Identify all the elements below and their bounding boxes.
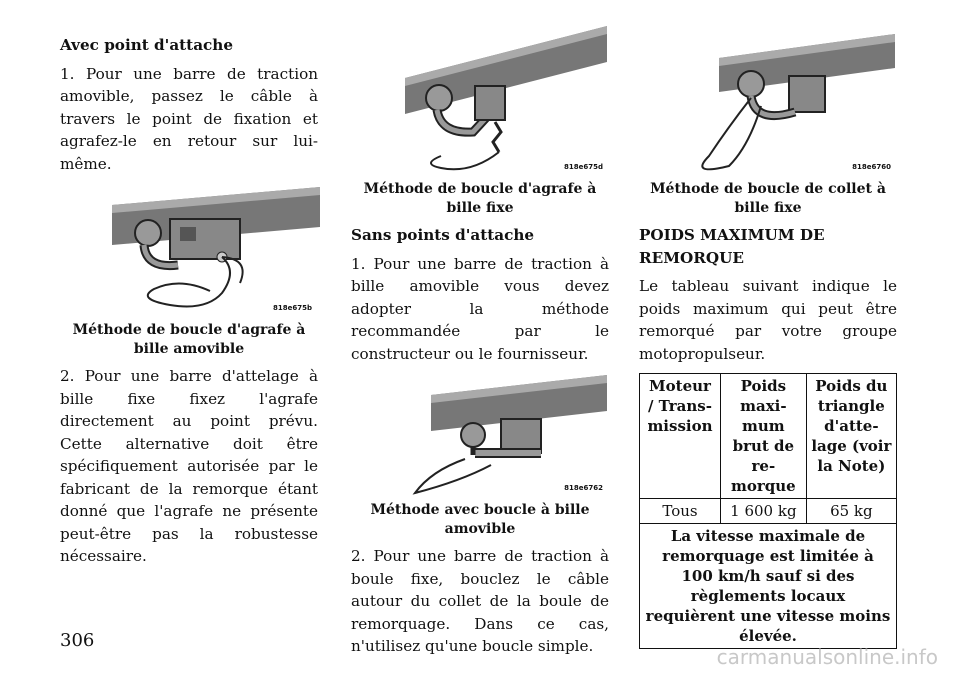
figure-removable-ball-clip-loop: 818e675b <box>110 181 320 319</box>
table-header-cell: Poids du triangle d'atte- lage (voir la … <box>805 373 898 499</box>
table-header-cell: Moteur / Trans- mission <box>639 373 721 499</box>
figure-code: 818e675d <box>564 162 603 171</box>
table-cell: Tous <box>639 498 721 524</box>
table-cell: 65 kg <box>805 498 898 524</box>
hitch-illustration <box>405 26 607 171</box>
table-header-row: Moteur / Trans- mission Poids maxi- mum … <box>639 373 898 499</box>
table-cell: 1 600 kg <box>719 498 807 524</box>
column-middle: 818e675d Méthode de boucle d'agrafe à bi… <box>351 6 609 664</box>
table-row: Tous 1 600 kg 65 kg <box>639 498 898 524</box>
figure-removable-ball-loop: 818e6762 <box>401 371 609 499</box>
watermark: carmanualsonline.info <box>716 645 938 669</box>
trailer-weight-table: Moteur / Trans- mission Poids maxi- mum … <box>639 373 898 649</box>
figure-code: 818e6760 <box>852 162 891 171</box>
figure-code: 818e6762 <box>564 483 603 492</box>
figure-fixed-ball-clip-loop: 818e675d <box>401 6 609 178</box>
figure-code: 818e675b <box>273 303 312 312</box>
figure-fixed-ball-collar-loop: 818e6760 <box>669 6 897 178</box>
section-heading-max-trailer-weight: POIDS MAXIMUM DE REMORQUE <box>639 226 825 267</box>
figure-caption: Méthode de boucle de collet à bille fixe <box>650 181 886 216</box>
figure-caption: Méthode avec boucle à bille amovible <box>370 502 590 537</box>
hitch-illustration <box>701 34 895 171</box>
table-header-cell: Poids maxi- mum brut de re- morque <box>719 373 807 499</box>
hitch-illustration <box>412 375 607 495</box>
table-note-row: La vitesse maximale de remorquage est li… <box>639 523 897 649</box>
hitch-illustration <box>112 187 320 308</box>
paragraph-removable-bar-no-attach: 1. Pour une barre de traction à bille am… <box>351 254 609 363</box>
column-right: 818e6760 Méthode de boucle de collet à b… <box>639 6 898 649</box>
paragraph-table-intro: Le tableau suivant indique le poids maxi… <box>639 277 897 363</box>
paragraph-fixed-ball-collar: 2. Pour une barre de traction à boule fi… <box>351 547 609 655</box>
figure-caption: Méthode de boucle d'agrafe à bille fixe <box>363 181 597 216</box>
page-number: 306 <box>60 630 95 651</box>
section-heading-without-attach-point: Sans points d'attache <box>351 226 535 244</box>
table-note: La vitesse maximale de remorquage est li… <box>639 523 897 649</box>
column-left: Avec point d'attache 1. Pour une barre d… <box>60 34 320 574</box>
figure-caption: Méthode de boucle d'agrafe à bille amovi… <box>72 322 306 357</box>
paragraph-fixed-bar: 2. Pour une barre d'attelage à bille fix… <box>60 367 318 565</box>
section-heading-with-attach-point: Avec point d'attache <box>60 36 233 54</box>
paragraph-removable-bar: 1. Pour une barre de traction amovible, … <box>60 64 318 173</box>
